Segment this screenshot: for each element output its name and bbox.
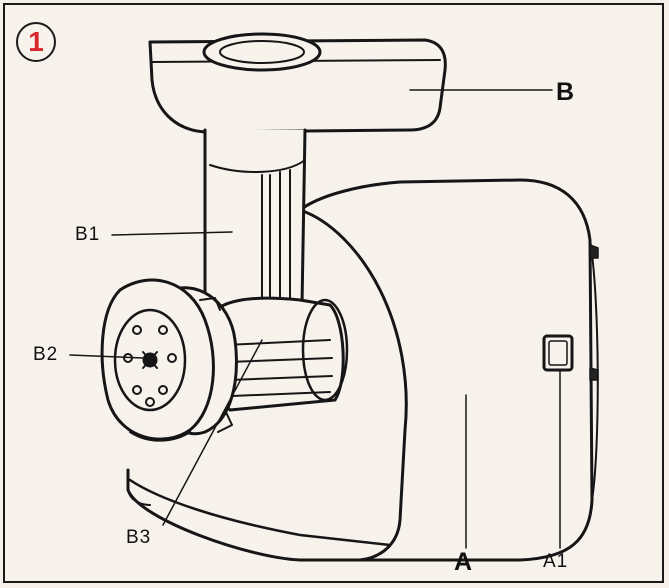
leader-lines <box>69 89 561 549</box>
label-b3: B3 <box>126 527 152 548</box>
leader-line-b1 <box>111 231 233 236</box>
motor-housing <box>126 178 599 562</box>
figure-number-badge: 1 <box>16 22 56 62</box>
label-a1: A1 <box>543 551 569 572</box>
label-a: A <box>454 548 473 576</box>
label-b1: B1 <box>75 224 101 245</box>
leader-line-b3 <box>162 339 263 526</box>
figure-number: 1 <box>28 26 44 57</box>
label-b: B <box>556 78 575 106</box>
food-tray <box>148 32 447 134</box>
grinder-barrel <box>208 296 349 412</box>
on-off-switch <box>542 244 599 381</box>
cutting-plate <box>100 278 215 442</box>
label-b2: B2 <box>33 344 59 365</box>
leader-line-b2 <box>69 354 144 359</box>
